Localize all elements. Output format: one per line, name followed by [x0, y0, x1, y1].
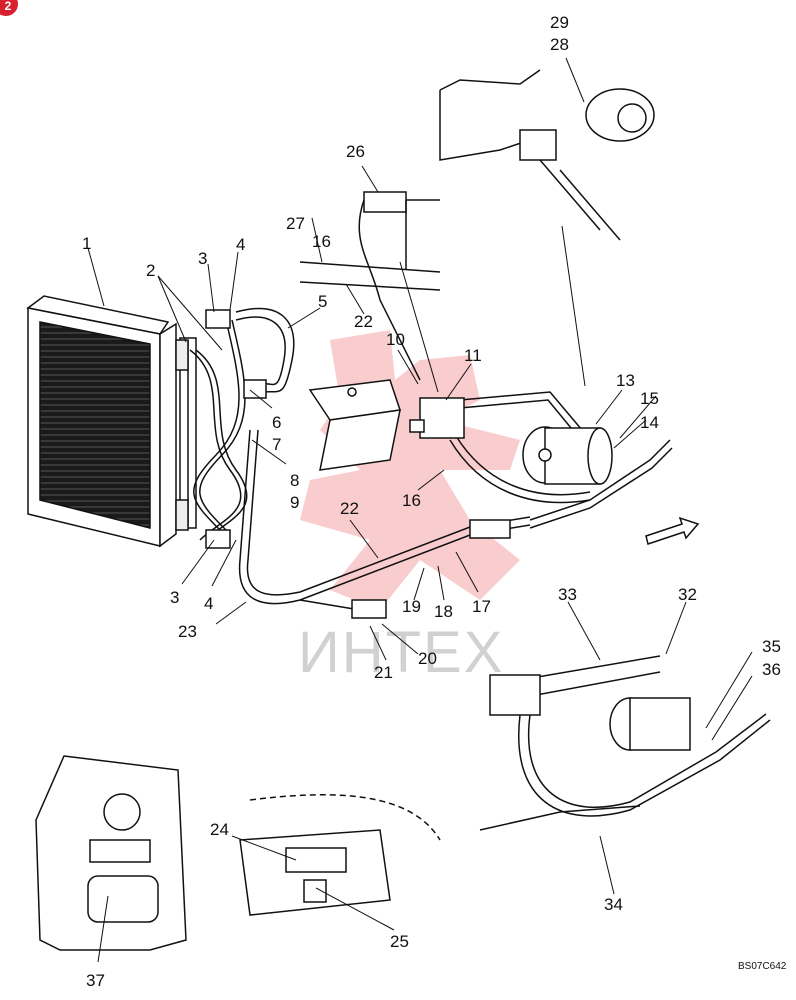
callout-16b: 16 [402, 491, 421, 510]
page-badge: 2 [0, 0, 18, 16]
cooler-hoses [189, 307, 295, 549]
callout-labels: 1 2 3 4 5 6 7 8 9 10 11 13 14 15 16 16 1… [82, 13, 781, 990]
callout-10: 10 [386, 330, 405, 349]
direction-arrow-icon [645, 516, 700, 545]
callout-25: 25 [390, 932, 409, 951]
solenoid-assembly [439, 69, 655, 241]
callout-24: 24 [210, 820, 229, 839]
callout-33: 33 [558, 585, 577, 604]
callout-15: 15 [640, 389, 659, 408]
callout-37: 37 [86, 971, 105, 990]
pipes [238, 391, 673, 619]
callout-19: 19 [402, 597, 421, 616]
callout-23: 23 [178, 622, 197, 641]
drawing-code: BS07C642 [738, 961, 787, 972]
callout-2: 2 [146, 261, 155, 280]
callout-6: 6 [272, 413, 281, 432]
callout-4b: 4 [204, 594, 213, 613]
side-cover [35, 755, 187, 951]
callout-9: 9 [290, 493, 299, 512]
callout-4: 4 [236, 235, 245, 254]
callout-3b: 3 [170, 588, 179, 607]
callout-27: 27 [286, 214, 305, 233]
callout-17: 17 [472, 597, 491, 616]
lower-pump-assembly [479, 655, 771, 831]
callout-18: 18 [434, 602, 453, 621]
leader-lines [87, 57, 753, 963]
control-valve [409, 397, 465, 439]
callout-13: 13 [616, 371, 635, 390]
callout-3: 3 [198, 249, 207, 268]
watermark-text: ИНТЕХ [298, 620, 504, 685]
callout-35: 35 [762, 637, 781, 656]
callout-22a: 22 [354, 312, 373, 331]
mounting-bracket [308, 379, 401, 471]
callout-32: 32 [678, 585, 697, 604]
callout-11: 11 [464, 346, 482, 365]
hydraulic-pump [522, 426, 613, 485]
callout-16a: 16 [312, 232, 331, 251]
callout-14: 14 [640, 413, 659, 432]
callout-22b: 22 [340, 499, 359, 518]
callout-36: 36 [762, 660, 781, 679]
callout-8: 8 [290, 471, 299, 490]
callout-28: 28 [550, 35, 569, 54]
callout-34: 34 [604, 895, 623, 914]
callout-20: 20 [418, 649, 437, 668]
callout-26: 26 [346, 142, 365, 161]
callout-7: 7 [272, 435, 281, 454]
upper-valve-assembly [299, 191, 441, 381]
callout-5: 5 [318, 292, 327, 311]
callout-29: 29 [550, 13, 569, 32]
callout-1: 1 [82, 234, 91, 253]
oil-cooler [26, 295, 197, 548]
callout-21: 21 [374, 663, 393, 682]
control-panel [239, 794, 441, 916]
